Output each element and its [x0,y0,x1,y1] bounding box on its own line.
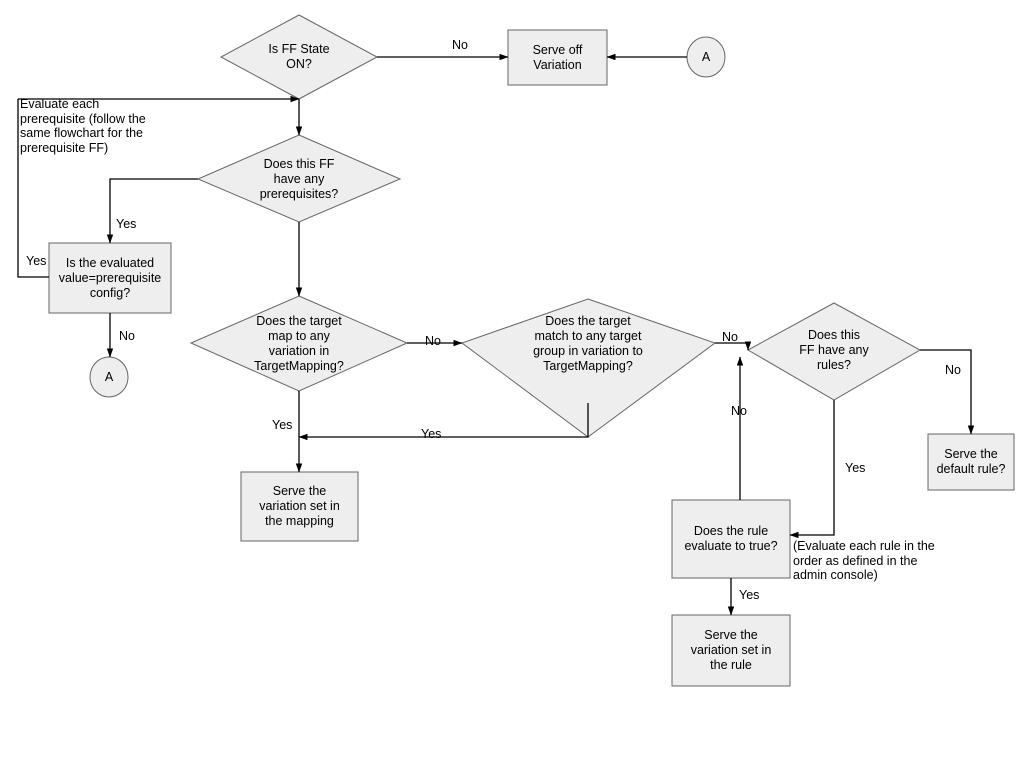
node-shape-serve-off[interactable] [507,29,608,86]
node-shape-serve-mapping[interactable] [240,471,359,542]
edge-label-rules-no-back: No [731,404,747,418]
edge-has-rules-no [920,349,975,435]
edge-label-ff-state-no: No [452,38,468,52]
edge-has-rules-yes [789,400,835,539]
edge-label-prereq-yes: Yes [116,217,137,231]
edge-label-target-map-no: No [425,334,441,348]
edge-has-prereq-yes [106,178,198,244]
node-shape-rule-eval[interactable] [671,499,791,579]
note-prerequisite: Evaluate each prerequisite (follow the s… [20,97,146,155]
node-shape-ff-state[interactable] [219,14,379,100]
edge-label-target-map-yes: Yes [272,418,293,432]
node-shape-has-prereq[interactable] [196,134,402,223]
edge-label-rule-eval-yes: Yes [739,588,760,602]
edge-label-has-rules-yes: Yes [845,461,866,475]
edge-label-target-group-yes: Yes [421,427,442,441]
edge-label-eval-prereq-no: No [119,329,135,343]
node-shape-connector-a-bottom[interactable] [89,356,129,398]
edge-label-has-rules-no: No [945,363,961,377]
edge-target-group-no [715,341,752,351]
edge-label-target-group-no: No [722,330,738,344]
node-shape-eval-prereq[interactable] [48,242,172,314]
node-shape-connector-a-top[interactable] [686,36,726,78]
note-rule-order: (Evaluate each rule in the order as defi… [793,539,935,582]
node-shape-serve-default[interactable] [927,433,1015,491]
node-shape-has-rules[interactable] [746,302,922,401]
node-shape-target-map[interactable] [189,295,409,392]
node-shape-serve-rule[interactable] [671,614,791,687]
edge-eval-prereq-yes-loop [17,99,49,278]
edge-target-group-yes-path [298,403,589,441]
edge-label-eval-prereq-yes: Yes [26,254,47,268]
